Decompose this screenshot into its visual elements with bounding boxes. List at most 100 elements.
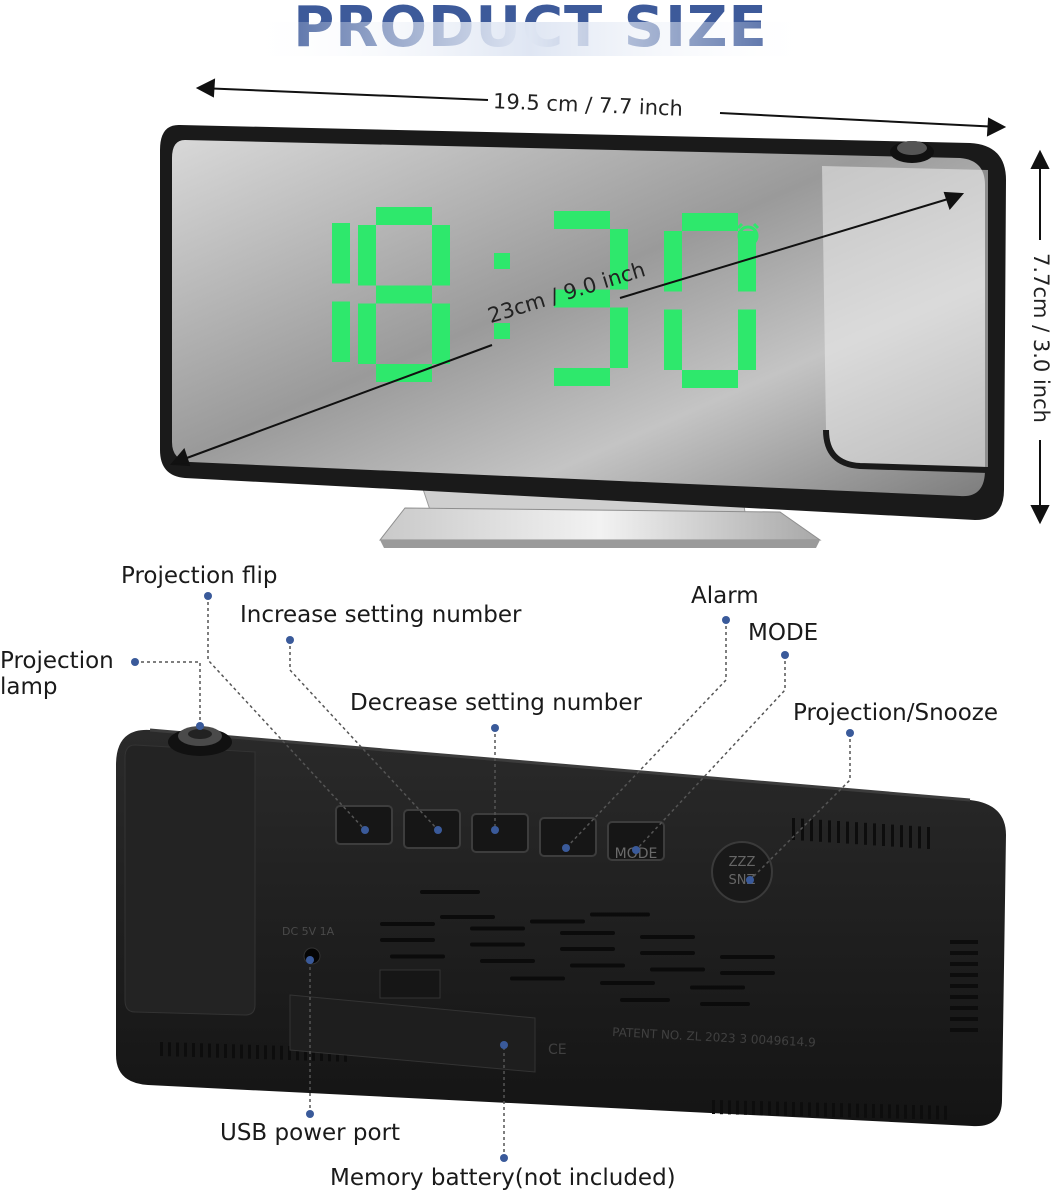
vent-slots: [160, 818, 978, 1120]
vent-slot: [950, 1028, 978, 1032]
grille-slot: [420, 890, 480, 894]
button-row: MODE: [335, 805, 665, 862]
callout-projection-lamp: Projection lamp: [0, 648, 114, 701]
grille-slot: [640, 935, 695, 939]
grille-slot: [620, 998, 670, 1002]
vent-slot: [184, 1042, 187, 1057]
vent-slot: [200, 1043, 203, 1058]
grille-slot: [560, 947, 615, 951]
vent-slot: [846, 821, 849, 844]
vent-slot: [800, 1102, 803, 1117]
callout-memory-battery: Memory battery(not included): [330, 1165, 676, 1191]
vent-slot: [760, 1101, 763, 1116]
vent-slot: [918, 826, 921, 849]
callout-projection-flip: Projection flip: [121, 563, 278, 589]
callout-target-dot: [500, 1041, 508, 1049]
callout-dot: [781, 651, 789, 659]
vent-slot: [784, 1101, 787, 1116]
digit-segment: [376, 207, 432, 225]
grille-slot: [510, 976, 565, 981]
vent-slot: [272, 1045, 275, 1060]
digit-segment: [610, 307, 628, 368]
callout-dot: [500, 1154, 508, 1162]
vent-slot: [904, 1104, 907, 1119]
grille-slot: [380, 938, 435, 942]
vent-slot: [824, 1102, 827, 1117]
grille-slot: [600, 981, 655, 985]
vent-slot: [264, 1045, 267, 1060]
projector-panel: [822, 166, 988, 470]
vent-slot: [944, 1105, 947, 1120]
digit-segment: [332, 223, 350, 284]
vent-slot: [900, 825, 903, 848]
vent-slot: [736, 1100, 739, 1115]
vent-slot: [216, 1043, 219, 1058]
digit-segment: [358, 225, 376, 286]
grille-slot: [570, 963, 625, 968]
callout-projection-snooze: Projection/Snooze: [793, 700, 999, 726]
vent-slot: [752, 1101, 755, 1115]
callout-leader: [565, 620, 727, 849]
vent-slot: [288, 1046, 291, 1060]
vent-slot: [856, 1103, 859, 1118]
digit-segment: [376, 364, 432, 382]
callout-target-dot: [306, 956, 314, 964]
digit-segment: [554, 211, 610, 229]
vent-slot: [832, 1103, 835, 1117]
callout-leader: [207, 596, 366, 831]
callout-target-dot: [434, 826, 442, 834]
vent-slot: [744, 1100, 747, 1115]
vent-slot: [168, 1042, 171, 1057]
digit-segment: [664, 231, 682, 292]
colon-dot: [494, 323, 510, 339]
vent-slot: [950, 973, 978, 977]
grille-slot: [720, 971, 775, 975]
vent-slot: [950, 940, 978, 944]
callout-dot: [491, 724, 499, 732]
callout-target-dot: [746, 876, 754, 884]
speaker-grille: [380, 890, 775, 1006]
callout-dot: [286, 636, 294, 644]
back-key: [471, 813, 529, 853]
callout-mode: MODE: [748, 620, 819, 646]
vent-slot: [720, 1100, 723, 1115]
dimension-arrows: [169, 78, 1050, 525]
callout-target-dot: [632, 846, 640, 854]
projection-lamp-knob-front: [890, 141, 934, 163]
vent-slot: [950, 951, 978, 955]
vent-slot: [872, 1104, 875, 1118]
callout-dot: [846, 729, 854, 737]
vent-slot: [801, 818, 804, 841]
vent-slot: [950, 984, 978, 988]
vent-slot: [950, 962, 978, 966]
digit-segment: [554, 368, 610, 386]
led-time-display: [332, 207, 756, 388]
callout-leader: [135, 661, 201, 726]
vent-slot: [920, 1105, 923, 1120]
vent-slot: [792, 818, 795, 840]
digit-segment: [738, 309, 756, 370]
callout-dot: [131, 658, 139, 666]
vent-slot: [855, 822, 858, 845]
vent-slot: [232, 1044, 235, 1059]
grille-slot: [650, 967, 705, 972]
grille-slot: [690, 985, 745, 990]
vent-slot: [891, 824, 894, 847]
vent-slot: [936, 1105, 939, 1120]
grille-slot: [640, 951, 695, 955]
callout-dot: [306, 1110, 314, 1118]
projector-module: [124, 744, 256, 1016]
digit-segment: [554, 289, 610, 308]
callout-target-dot: [562, 844, 570, 852]
grille-slot: [470, 942, 525, 947]
vent-slot: [864, 822, 867, 845]
vent-slot: [873, 823, 876, 846]
digit-segment: [358, 303, 376, 364]
vent-slot: [296, 1046, 299, 1061]
digit-segment: [432, 303, 450, 364]
digit-segment: [610, 229, 628, 290]
dc-rating: DC 5V 1A: [282, 925, 335, 938]
vent-slot: [840, 1103, 843, 1118]
back-key: [335, 805, 393, 845]
